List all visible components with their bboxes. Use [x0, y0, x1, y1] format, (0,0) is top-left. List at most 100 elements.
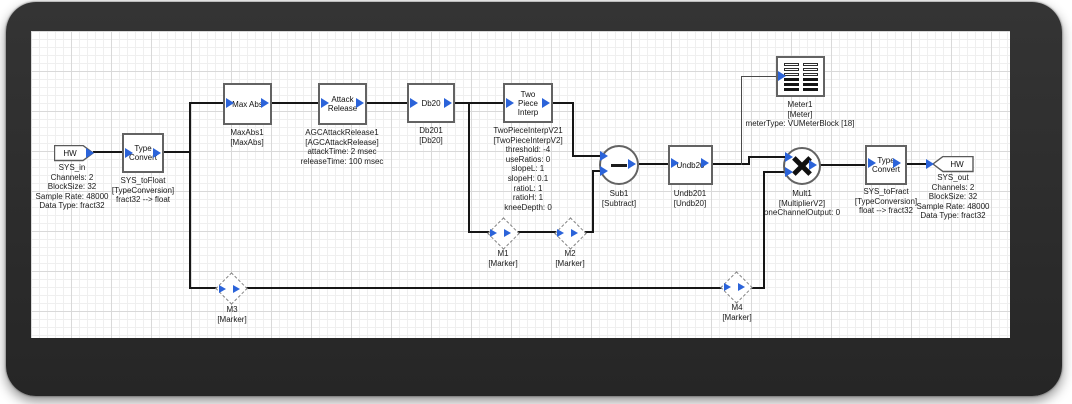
- block-label-mult1: Mult1[MultiplierV2]oneChannelOutput: 0: [764, 189, 840, 218]
- signal-wire: [93, 151, 124, 153]
- label-line: AGCAttackRelease1: [305, 128, 379, 137]
- output-port-icon[interactable]: [356, 98, 364, 108]
- signal-wire: [763, 171, 785, 173]
- signal-wire: [748, 156, 785, 158]
- input-port-icon[interactable]: [219, 285, 226, 293]
- input-port-icon[interactable]: [671, 158, 679, 168]
- label-line: fract32 --> float: [115, 195, 171, 205]
- signal-wire: [639, 163, 670, 165]
- label-line: Sub1: [609, 189, 629, 198]
- output-port-icon[interactable]: [153, 148, 161, 158]
- signal-wire: [901, 163, 932, 165]
- signal-wire: [711, 163, 750, 165]
- subtract-icon: [611, 163, 627, 167]
- input-port-icon[interactable]: [785, 152, 793, 162]
- label-line: threshold: -4: [505, 145, 551, 155]
- hw-pin-label: HW: [63, 149, 77, 158]
- signal-wire: [454, 102, 505, 104]
- label-line: [MultiplierV2]: [778, 198, 826, 208]
- block-label-m3: M3[Marker]: [217, 305, 246, 324]
- label-line: SYS_in: [58, 163, 86, 172]
- output-port-icon[interactable]: [701, 158, 709, 168]
- hw-pin-shape: [932, 156, 974, 173]
- label-line: [Marker]: [555, 258, 585, 268]
- label-line: [Marker]: [488, 258, 518, 268]
- label-line: SYS_toFloat: [120, 176, 166, 185]
- input-port-icon[interactable]: [600, 151, 608, 161]
- signal-wire: [163, 151, 191, 153]
- label-line: [MaxAbs]: [230, 137, 264, 147]
- label-line: float --> fract32: [858, 206, 914, 216]
- signal-wire: [513, 231, 560, 233]
- output-port-icon[interactable]: [738, 283, 745, 291]
- label-line: TwoPieceInterpV21: [493, 126, 563, 135]
- input-port-icon[interactable]: [125, 148, 133, 158]
- block-title: Type Convert: [129, 144, 158, 162]
- label-line: slopeL: 1: [511, 164, 545, 174]
- label-line: Data Type: fract32: [920, 211, 986, 221]
- output-port-icon[interactable]: [628, 159, 636, 169]
- hw-pin-label: HW: [950, 160, 964, 169]
- input-port-icon[interactable]: [724, 283, 731, 291]
- label-line: [Db20]: [419, 135, 443, 145]
- label-line: SYS_out: [937, 173, 969, 182]
- block-sys-out[interactable]: HW: [932, 156, 974, 173]
- label-line: [Marker]: [217, 314, 247, 324]
- vu-meter-icon: [783, 62, 818, 91]
- label-line: kneeDepth: 0: [504, 202, 552, 212]
- input-port-icon[interactable]: [600, 166, 608, 176]
- input-port-icon[interactable]: [410, 98, 418, 108]
- output-port-icon[interactable]: [504, 229, 511, 237]
- block-label-m2: M2[Marker]: [555, 249, 584, 268]
- signal-wire: [468, 231, 492, 233]
- block-title: Attack Release: [327, 95, 358, 113]
- label-line: ratioL: 1: [513, 183, 543, 193]
- signal-wire: [747, 287, 765, 289]
- block-label-undb20: Undb201[Undb20]: [674, 189, 706, 208]
- input-port-icon[interactable]: [490, 229, 497, 237]
- block-label-meter1: Meter1[Meter]meterType: VUMeterBlock [18…: [746, 100, 855, 129]
- label-line: attackTime: 2 msec: [307, 147, 377, 157]
- label-line: [TypeConversion]: [111, 185, 175, 195]
- label-line: Channels: 2: [931, 182, 975, 192]
- design-canvas[interactable]: [31, 31, 1010, 338]
- output-port-icon[interactable]: [893, 158, 901, 168]
- label-line: M4: [731, 303, 743, 312]
- output-port-icon[interactable]: [542, 98, 550, 108]
- label-line: [TypeConversion]: [854, 196, 918, 206]
- input-port-icon[interactable]: [868, 158, 876, 168]
- signal-wire: [592, 170, 594, 233]
- label-line: Undb201: [673, 189, 707, 198]
- block-label-twopiece-interp: TwoPieceInterpV21[TwoPieceInterpV2]thres…: [493, 126, 562, 212]
- output-port-icon[interactable]: [261, 98, 269, 108]
- label-line: ratioH: 1: [512, 193, 544, 203]
- signal-wire: [468, 102, 470, 233]
- input-port-icon[interactable]: [785, 167, 793, 177]
- signal-wire: [572, 102, 574, 157]
- signal-wire: [189, 102, 224, 104]
- input-port-icon[interactable]: [557, 229, 564, 237]
- block-label-m1: M1[Marker]: [488, 249, 517, 268]
- output-port-icon[interactable]: [233, 285, 240, 293]
- signal-wire: [820, 164, 868, 166]
- label-line: [Meter]: [787, 109, 813, 119]
- output-port-icon[interactable]: [571, 229, 578, 237]
- output-port-icon[interactable]: [86, 148, 94, 158]
- label-line: Db201: [419, 126, 443, 135]
- label-line: Sample Rate: 48000: [916, 201, 990, 211]
- input-port-icon[interactable]: [778, 71, 786, 81]
- block-title: Undb20: [676, 160, 705, 170]
- input-port-icon[interactable]: [321, 98, 329, 108]
- block-label-maxabs: MaxAbs1[MaxAbs]: [230, 128, 263, 147]
- input-port-icon[interactable]: [926, 159, 934, 169]
- label-line: Channels: 2: [50, 172, 94, 182]
- output-port-icon[interactable]: [809, 160, 817, 170]
- input-port-icon[interactable]: [506, 98, 514, 108]
- output-port-icon[interactable]: [444, 98, 452, 108]
- label-line: releaseTime: 100 msec: [300, 156, 384, 166]
- input-port-icon[interactable]: [226, 98, 234, 108]
- signal-wire: [366, 102, 409, 104]
- label-line: Meter1: [787, 100, 813, 109]
